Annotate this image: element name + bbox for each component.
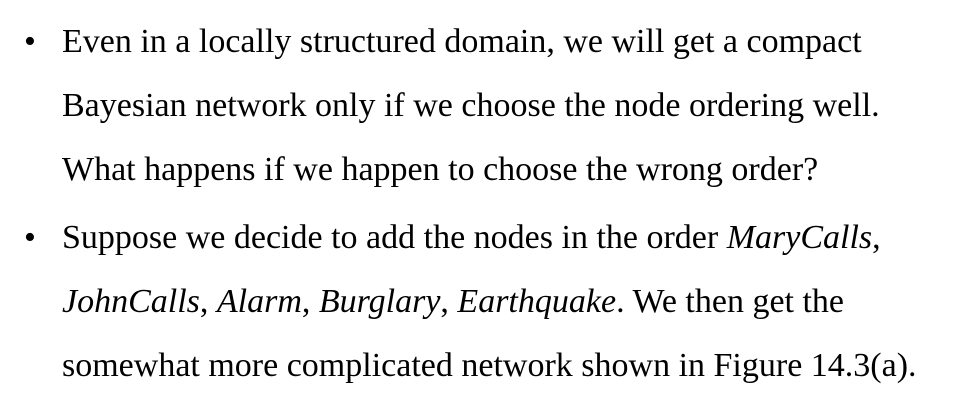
node-name: Burglary [318,283,441,320]
text-segment: , [440,283,458,320]
bullet-item-wrong-order: • Suppose we decide to add the nodes in … [0,202,978,398]
text-line: What happens if we happen to choose the … [62,151,819,188]
text-line: Even in a locally structured domain, we … [62,23,862,60]
bullet-marker: • [24,23,36,60]
text-line: JohnCalls, Alarm, Burglary, Earthquake. … [62,270,978,334]
node-name: Earthquake [457,283,617,320]
text-line: Bayesian network only if we choose the n… [62,87,880,124]
bullet-text: Even in a locally structured domain, we … [62,0,978,202]
bullet-marker: • [24,219,36,256]
node-name: MaryCalls [726,219,873,256]
text-segment: Suppose we decide to add the nodes in th… [62,219,727,256]
bullet-text: Suppose we decide to add the nodes in th… [62,202,978,398]
text-segment: , [872,219,881,256]
node-name: JohnCalls [62,283,200,320]
text-line: Suppose we decide to add the nodes in th… [62,206,978,270]
bullet-item-ordering: • Even in a locally structured domain, w… [0,0,978,202]
node-name: Alarm [216,283,302,320]
text-segment: , [199,283,217,320]
text-segment: , [301,283,319,320]
text-line: somewhat more complicated network shown … [62,347,917,384]
bullet-list: • Even in a locally structured domain, w… [0,0,978,398]
text-segment: . We then get the [616,283,845,320]
